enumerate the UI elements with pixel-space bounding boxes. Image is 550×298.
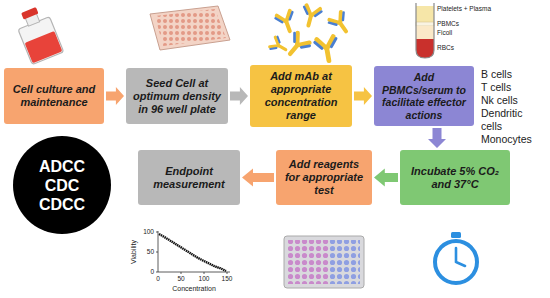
tube-layer-label: Platelets + Plasma xyxy=(437,5,507,13)
circle-fill xyxy=(13,136,111,234)
axis-tick: 0 xyxy=(133,268,154,276)
text-group: Add reagents for appropriate test xyxy=(281,158,367,197)
box-text: Cell culture and maintenance xyxy=(9,83,99,109)
flow-arrow xyxy=(374,169,398,187)
viability-curve xyxy=(159,234,226,271)
pbmc-layer xyxy=(416,22,434,26)
process-box: Incubate 5% CO₂ and 37°C xyxy=(400,150,510,205)
viability-chart xyxy=(156,231,230,274)
axis-tick: 50 xyxy=(173,275,189,283)
ficoll-layer xyxy=(416,26,434,39)
tube-layer-label: Ficoll xyxy=(437,29,477,37)
box-text: Add mAb at appropriate concentration ran… xyxy=(255,70,347,122)
box-text: Add reagents for appropriate test xyxy=(281,158,367,197)
stopwatch-face xyxy=(435,241,477,283)
antibody xyxy=(283,31,312,60)
flow-arrow xyxy=(106,87,124,105)
text-group: Endpoint measurement xyxy=(143,165,235,191)
plate-wells xyxy=(288,240,330,284)
box-text: Seed Cell at optimum density in 96 well … xyxy=(131,77,223,116)
antibody xyxy=(300,5,322,28)
antibody xyxy=(275,10,298,34)
process-box: Add PBMCs/serum to facilitate effector a… xyxy=(374,66,474,126)
text-group: Seed Cell at optimum density in 96 well … xyxy=(131,77,223,116)
cell-type-label: T cells xyxy=(481,81,545,94)
flask-body xyxy=(18,17,64,65)
stopwatch xyxy=(435,232,477,283)
chart-axes xyxy=(158,231,230,272)
cell-type-label: Nk cells xyxy=(481,94,545,107)
process-box: Add reagents for appropriate test xyxy=(276,150,372,205)
plasma-layer xyxy=(416,6,434,22)
box-text: Endpoint measurement xyxy=(143,165,235,191)
tube-layer-label: RBCs xyxy=(437,44,477,52)
plate-body xyxy=(150,6,230,50)
text-group: Add mAb at appropriate concentration ran… xyxy=(255,70,347,122)
flow-arrow xyxy=(428,128,446,148)
flask-cap xyxy=(21,7,38,19)
process-box: Add mAb at appropriate concentration ran… xyxy=(250,65,352,127)
antibody xyxy=(314,36,339,62)
box-text: Add PBMCs/serum to facilitate effector a… xyxy=(379,71,469,121)
process-box: Endpoint measurement xyxy=(138,150,240,205)
result-circle: ADCC CDC CDCC xyxy=(12,135,112,235)
box-text: Incubate 5% CO₂ and 37°C xyxy=(405,165,505,191)
plate-frame xyxy=(284,236,364,288)
rbc-layer xyxy=(416,39,434,58)
well-plate xyxy=(150,6,230,50)
text-group: Add PBMCs/serum to facilitate effector a… xyxy=(379,71,469,121)
flow-arrow xyxy=(242,169,274,187)
blood-tube xyxy=(416,3,434,58)
axis-tick: 0 xyxy=(150,275,166,283)
axis-tick: 100 xyxy=(194,275,214,283)
axis-tick: 100 xyxy=(133,228,154,236)
process-box: Cell culture and maintenance xyxy=(4,68,104,124)
plate-wells xyxy=(155,9,226,46)
text-group: ADCC CDC CDCC xyxy=(30,157,94,214)
cell-type-label: Dendritic cells xyxy=(481,107,537,133)
stopwatch-hands xyxy=(456,248,465,266)
antibody xyxy=(328,11,354,37)
axis-title: Viability xyxy=(130,230,138,274)
chart-ticks xyxy=(156,232,227,274)
text-group: Cell culture and maintenance xyxy=(9,83,99,109)
axis-title: Concentration xyxy=(159,284,229,293)
culture-medium xyxy=(25,31,63,63)
flow-arrow xyxy=(354,87,372,105)
tube-outline xyxy=(416,3,434,58)
plate-wells xyxy=(330,240,360,284)
antibodies xyxy=(269,5,353,63)
stopwatch-button xyxy=(451,232,461,238)
process-box: Seed Cell at optimum density in 96 well … xyxy=(126,68,228,124)
cell-type-label: Monocytes xyxy=(481,133,545,146)
culture-flask xyxy=(13,4,64,65)
tube-layer-label: PBMCs xyxy=(437,20,477,28)
axis-tick: 150 xyxy=(217,275,237,283)
result-text: ADCC CDC CDCC xyxy=(30,157,94,214)
text-group: Incubate 5% CO₂ and 37°C xyxy=(405,165,505,191)
plate-photo xyxy=(284,236,364,288)
flow-arrow xyxy=(230,87,248,105)
cell-type-label: B cells xyxy=(481,68,545,81)
antibody xyxy=(269,36,289,56)
